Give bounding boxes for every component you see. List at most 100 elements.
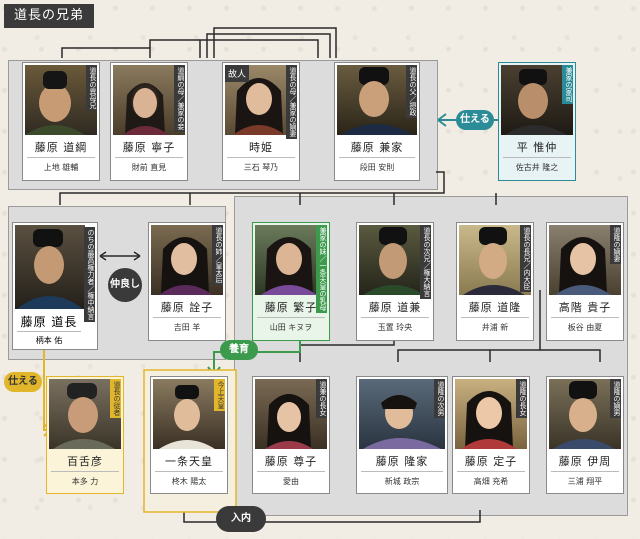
person-card-kaneie[interactable]: 道長の父／摂政 藤原 兼家 段田 安則 xyxy=(334,62,420,181)
person-name: 時姫 xyxy=(249,141,273,154)
divider xyxy=(27,157,95,158)
person-name: 百舌彦 xyxy=(67,455,103,468)
portrait-korenaka xyxy=(501,65,573,135)
person-card-michitsuna[interactable]: 道長の異母兄 藤原 道綱 上地 雄輔 xyxy=(22,62,100,181)
role-label: のちの最高権力者／権中納言 xyxy=(84,227,95,322)
portrait-ichijo xyxy=(153,379,225,449)
role-label: 道長の従者 xyxy=(110,379,121,418)
actor-name: 新城 政宗 xyxy=(384,477,420,486)
actor-name: 板谷 由夏 xyxy=(567,323,603,332)
person-card-michikane[interactable]: 道長の次兄／権大納言 藤原 道兼 玉置 玲央 xyxy=(356,222,434,341)
actor-name: 柊木 陽太 xyxy=(171,477,207,486)
person-name: 藤原 詮子 xyxy=(160,301,214,314)
portrait-michitsuna xyxy=(25,65,97,135)
person-name: 藤原 寧子 xyxy=(122,141,176,154)
person-card-neiko[interactable]: 道綱の母／兼家の妾 藤原 寧子 財前 直見 xyxy=(110,62,188,181)
person-card-korenaka[interactable]: 兼家の家司 平 惟仲 佐古井 隆之 xyxy=(498,62,576,181)
divider xyxy=(155,471,223,472)
relation-serves-korenaka: 仕える xyxy=(456,110,494,130)
role-label: 道長の次兄／権大納言 xyxy=(420,225,431,299)
person-name: 藤原 兼家 xyxy=(350,141,404,154)
portrait-michitaka xyxy=(459,225,531,295)
actor-name: 本多 力 xyxy=(71,477,99,486)
deceased-tag: 故人 xyxy=(225,65,250,82)
actor-name: 玉置 玲央 xyxy=(377,323,413,332)
person-card-takako[interactable]: 道隆の嫡妻 高階 貴子 板谷 由夏 xyxy=(546,222,624,341)
role-label: 道隆の嫡妻 xyxy=(610,225,621,264)
person-name: 藤原 伊周 xyxy=(558,455,612,468)
actor-name: 上地 雄輔 xyxy=(43,163,79,172)
actor-name: 井浦 新 xyxy=(481,323,509,332)
person-name: 藤原 道兼 xyxy=(368,301,422,314)
divider xyxy=(153,317,221,318)
portrait-teishi xyxy=(455,379,527,449)
divider xyxy=(227,157,295,158)
person-name: 藤原 定子 xyxy=(464,455,518,468)
person-card-yakushi[interactable]: 道長の従者 百舌彦 本多 力 xyxy=(46,376,124,494)
person-name: 藤原 隆家 xyxy=(375,455,429,468)
role-label: 兼家の妹／一条天皇の乳母 xyxy=(316,225,327,313)
role-label: 道長の異母兄 xyxy=(86,65,97,111)
person-name: 平 惟仲 xyxy=(516,141,558,154)
person-name: 藤原 尊子 xyxy=(264,455,318,468)
portrait-shigeko xyxy=(255,225,327,295)
person-card-senshi[interactable]: 道長の姉／皇太后 藤原 詮子 吉田 羊 xyxy=(148,222,226,341)
portrait-kaneie xyxy=(337,65,417,135)
divider xyxy=(551,471,619,472)
divider xyxy=(51,471,119,472)
actor-name: 吉田 羊 xyxy=(173,323,201,332)
actor-name: 愛由 xyxy=(283,477,299,486)
role-label: 道隆の長女 xyxy=(516,379,527,418)
person-card-sonshi[interactable]: 道兼の長女 藤原 尊子 愛由 xyxy=(252,376,330,494)
role-label: 道長の長兄／内大臣 xyxy=(520,225,531,292)
relation-friends: 仲良し xyxy=(108,268,142,302)
person-name: 高階 貴子 xyxy=(558,301,612,314)
actor-name: 段田 安則 xyxy=(359,163,395,172)
person-card-ichijo[interactable]: 今上天皇 一条天皇 柊木 陽太 xyxy=(150,376,228,494)
relation-nurture: 養育 xyxy=(220,340,258,360)
portrait-senshi xyxy=(151,225,223,295)
divider xyxy=(257,471,325,472)
portrait-korechika xyxy=(549,379,621,449)
divider xyxy=(257,317,325,318)
role-label: 兼家の家司 xyxy=(562,65,573,104)
diagram-title: 道長の兄弟 xyxy=(4,4,95,28)
actor-name: 柄本 佑 xyxy=(35,336,63,345)
person-card-shigeko[interactable]: 兼家の妹／一条天皇の乳母 藤原 繁子 山田 キヌヲ xyxy=(252,222,330,341)
role-label: 道長の父／摂政 xyxy=(406,65,417,118)
divider xyxy=(361,317,429,318)
divider xyxy=(457,471,525,472)
person-card-michinaga[interactable]: のちの最高権力者／権中納言 藤原 道長 柄本 佑 xyxy=(12,222,98,350)
role-label: 道長の母／兼家の嫡妻 xyxy=(286,65,297,139)
person-card-korechika[interactable]: 道隆の嫡男 藤原 伊周 三浦 翔平 xyxy=(546,376,624,494)
actor-name: 財前 直見 xyxy=(131,163,167,172)
role-label: 今上天皇 xyxy=(214,379,225,411)
portrait-michikane xyxy=(359,225,431,295)
portrait-takaie xyxy=(359,379,445,449)
divider xyxy=(461,317,529,318)
person-card-michitaka[interactable]: 道長の長兄／内大臣 藤原 道隆 井浦 新 xyxy=(456,222,534,341)
person-card-teishi[interactable]: 道隆の長女 藤原 定子 高畑 充希 xyxy=(452,376,530,494)
actor-name: 三浦 翔平 xyxy=(567,477,603,486)
person-card-tokihime[interactable]: 故人 道長の母／兼家の嫡妻 時姫 三石 琴乃 xyxy=(222,62,300,181)
actor-name: 佐古井 隆之 xyxy=(515,163,559,172)
divider xyxy=(339,157,415,158)
actor-name: 山田 キヌヲ xyxy=(269,323,313,332)
person-name: 藤原 繁子 xyxy=(264,301,318,314)
portrait-michinaga xyxy=(15,225,85,309)
portrait-yakushi xyxy=(49,379,121,449)
person-name: 藤原 道隆 xyxy=(468,301,522,314)
person-name: 藤原 道綱 xyxy=(34,141,88,154)
actor-name: 高畑 充希 xyxy=(473,477,509,486)
role-label: 道隆の嫡男 xyxy=(610,379,621,418)
role-label: 道綱の母／兼家の妾 xyxy=(174,65,185,132)
relation-enter: 入内 xyxy=(216,506,266,532)
portrait-takako xyxy=(549,225,621,295)
person-name: 藤原 道長 xyxy=(20,315,78,329)
person-card-takaie[interactable]: 道隆の次男 藤原 隆家 新城 政宗 xyxy=(356,376,448,494)
divider xyxy=(503,157,571,158)
actor-name: 三石 琴乃 xyxy=(243,163,279,172)
portrait-sonshi xyxy=(255,379,327,449)
divider xyxy=(115,157,183,158)
person-name: 一条天皇 xyxy=(165,455,213,468)
